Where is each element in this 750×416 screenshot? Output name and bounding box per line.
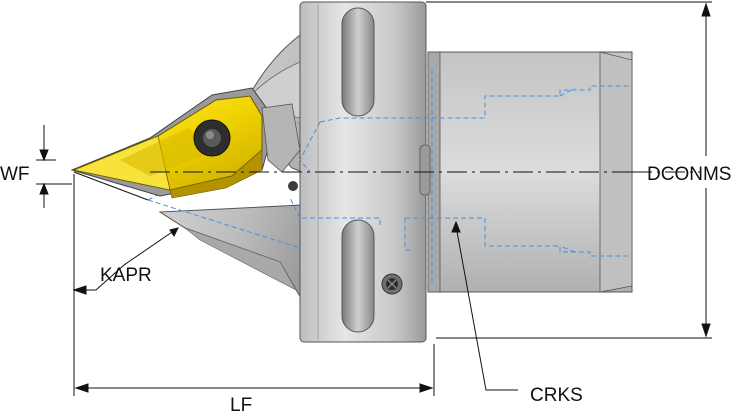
clamp-lever xyxy=(261,103,301,191)
label-lf: LF xyxy=(230,395,252,416)
upper-slot xyxy=(341,7,375,117)
label-kapr: KAPR xyxy=(100,265,152,286)
cutting-insert xyxy=(70,87,271,199)
dimension-lines xyxy=(36,1,712,396)
label-wf: WF xyxy=(0,164,30,185)
coolant-screw xyxy=(381,273,403,295)
label-crks: CRKS xyxy=(530,385,583,406)
label-dconms: DCONMS xyxy=(647,164,731,185)
lower-slot xyxy=(341,219,375,333)
